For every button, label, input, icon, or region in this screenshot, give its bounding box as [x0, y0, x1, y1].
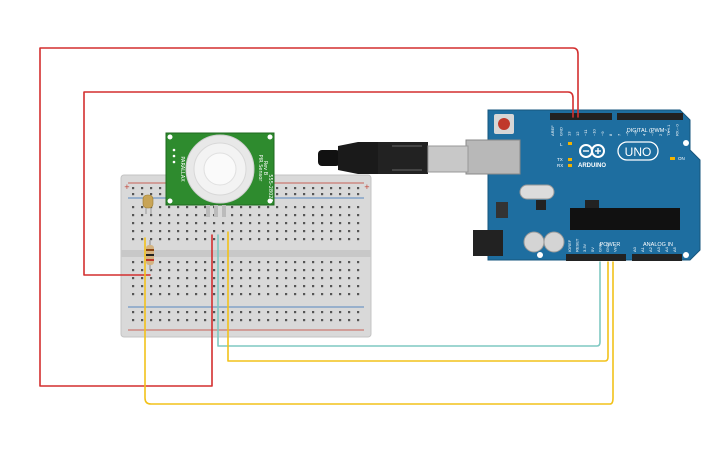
usb-cable[interactable]: [318, 142, 469, 174]
board-brand: ARDUINO: [578, 163, 606, 169]
rail-plus-label: +: [124, 183, 130, 191]
digital-header-right[interactable]: [617, 113, 683, 120]
pin-label: A2: [648, 246, 653, 252]
resistor[interactable]: [146, 240, 154, 270]
analog-header[interactable]: [632, 254, 682, 261]
power-label: POWER: [600, 242, 621, 248]
pir-label-2: Rev B: [262, 161, 268, 176]
pin-label: ~5: [633, 131, 638, 136]
on-led-label: ON: [678, 156, 685, 161]
pin-label: A4: [664, 246, 669, 252]
pin-label: 8: [608, 133, 613, 136]
l-led-label: L: [560, 142, 563, 147]
pin-label: 12: [575, 131, 580, 136]
tx-led-label: TX: [557, 157, 563, 162]
pin-label: RX←0: [675, 123, 680, 136]
pin-label: GND: [558, 127, 563, 136]
pin-label: ~11: [583, 129, 588, 136]
pin-label: 5V: [590, 247, 595, 252]
pin-label: ~3: [650, 131, 655, 136]
pin-label: RESET: [575, 238, 580, 252]
power-header[interactable]: [566, 254, 626, 261]
pin-label: 7: [616, 133, 621, 136]
wires[interactable]: [39, 47, 614, 405]
led[interactable]: [142, 194, 154, 214]
digital-header-left[interactable]: [550, 113, 612, 120]
pin-label: TX→1: [666, 124, 671, 136]
reset-button[interactable]: [498, 118, 510, 130]
pin-label: ~9: [600, 131, 605, 136]
pin-label: ~10: [592, 128, 597, 136]
board-model: UNO: [625, 145, 652, 159]
wire-red-inner: [83, 91, 574, 276]
usb-port[interactable]: [465, 139, 521, 175]
pin-label: A0: [632, 246, 637, 252]
pir-label-3: 555-28027: [267, 174, 273, 201]
pin-label: 2: [658, 133, 663, 136]
pin-label: A3: [656, 246, 661, 252]
pin-label: ~6: [625, 131, 630, 136]
wire-red-outer: [39, 47, 579, 387]
wire-yellow-outer: [144, 237, 614, 405]
pin-label: A5: [672, 246, 677, 252]
pin-label: GND: [597, 243, 602, 252]
wire-teal: [217, 234, 601, 347]
pir-sensor[interactable]: PARALLAX PIR Sensor Rev B 555-28027: [165, 132, 275, 217]
pin-label: AREF: [550, 125, 555, 136]
pin-label: 4: [641, 133, 646, 136]
arduino-logo-icon: [579, 144, 605, 158]
pin-label: 13: [567, 131, 572, 136]
pin-label: IOREF: [567, 239, 572, 252]
rail-plus-label-right: +: [364, 183, 370, 191]
analog-label: ANALOG IN: [643, 242, 673, 248]
arduino-uno[interactable]: UNO ARDUINO DIGITAL (PWM~) POWER ANALOG …: [465, 109, 701, 261]
pin-label: Vin: [613, 246, 618, 252]
pin-label: GND: [605, 243, 610, 252]
dc-power-jack[interactable]: [473, 230, 503, 256]
pin-label: 3.3V: [582, 243, 587, 252]
pir-label-1: PIR Sensor: [257, 155, 263, 183]
digital-label: DIGITAL (PWM~): [627, 128, 670, 134]
wire-yellow-inner: [227, 231, 609, 362]
rx-led-label: RX: [557, 163, 563, 168]
atmega-chip: [570, 208, 680, 230]
pir-brand-label: PARALLAX: [179, 156, 185, 182]
pin-label: A1: [640, 246, 645, 252]
